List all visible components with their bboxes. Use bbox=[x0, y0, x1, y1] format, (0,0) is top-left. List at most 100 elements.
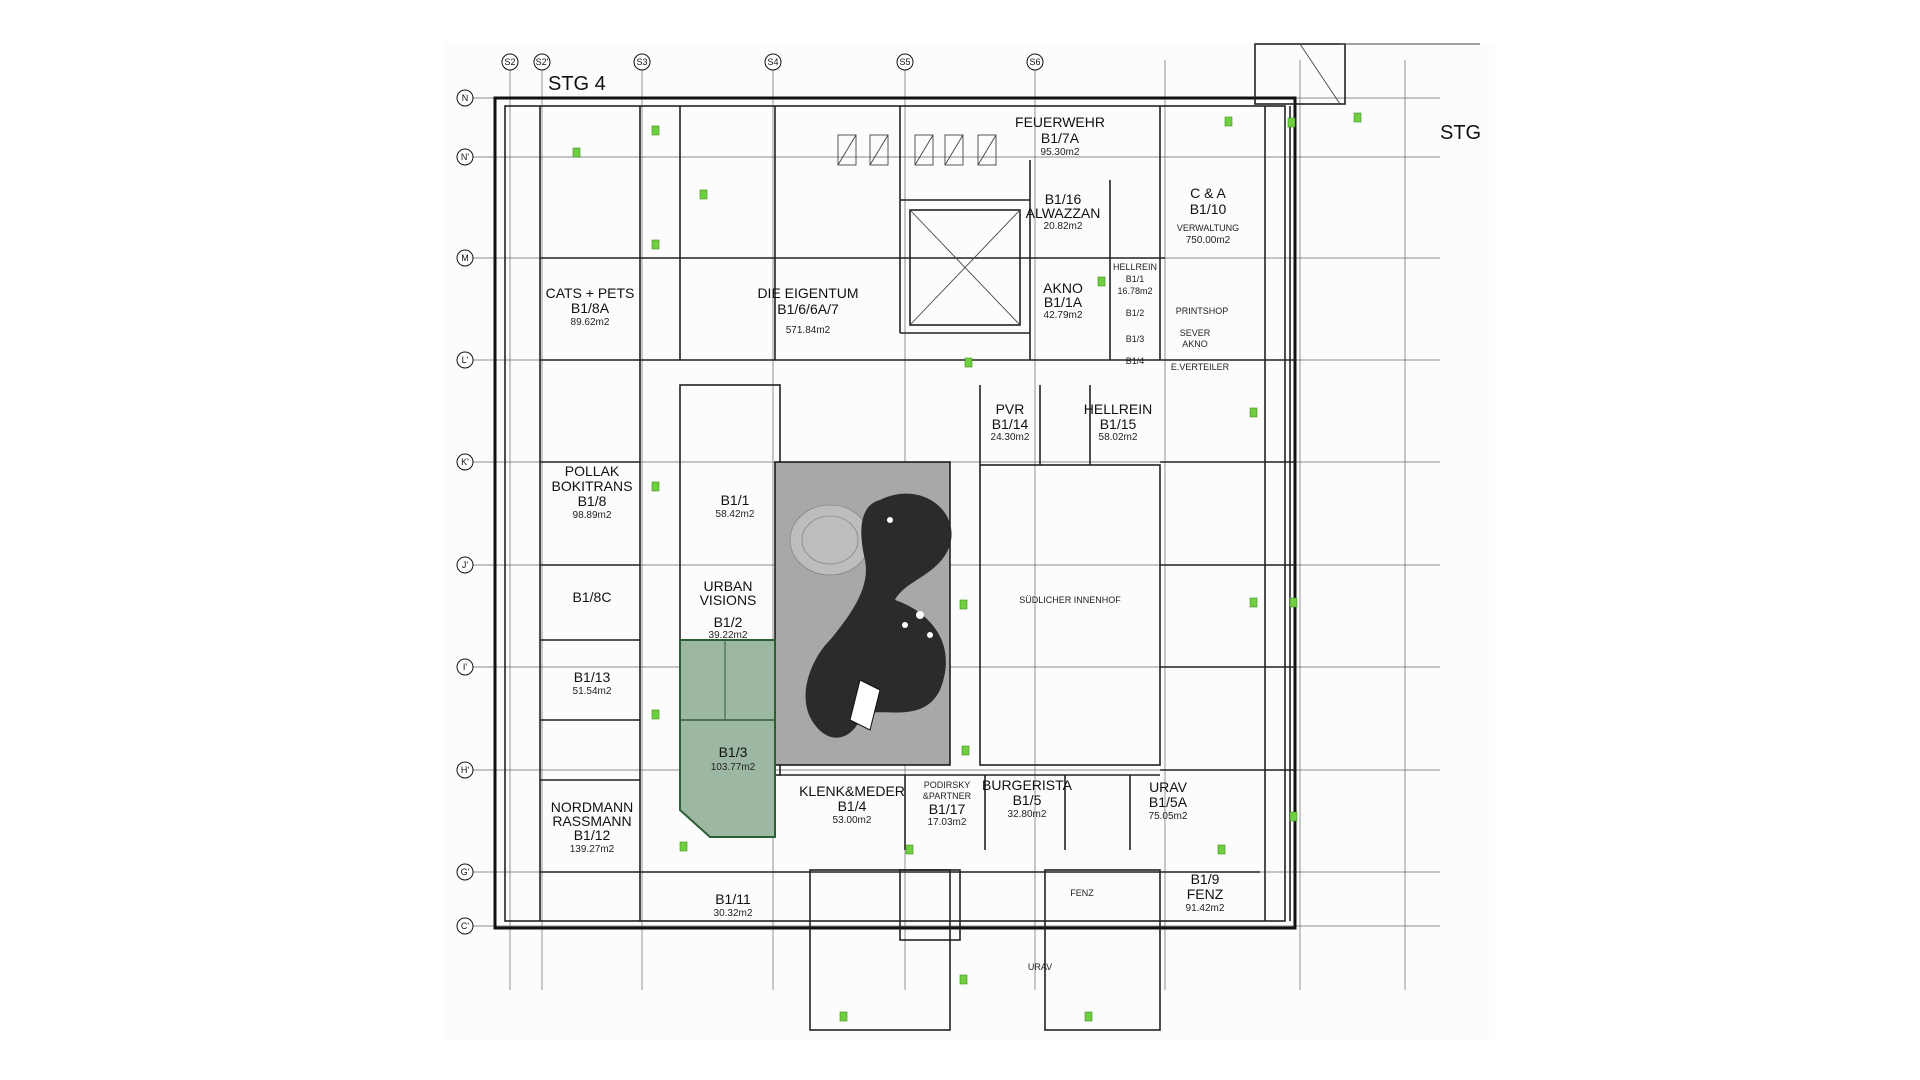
svg-text:B1/8A: B1/8A bbox=[571, 300, 610, 316]
note-printshop: PRINTSHOP bbox=[1176, 306, 1229, 316]
axis-top-2: S3 bbox=[636, 57, 647, 67]
svg-text:91.42m2: 91.42m2 bbox=[1186, 903, 1225, 914]
unit-fenz-b1-9[interactable]: B1/9 FENZ 91.42m2 bbox=[1186, 871, 1225, 914]
unit-alwazzan[interactable]: B1/16 ALWAZZAN 20.82m2 bbox=[1026, 191, 1101, 232]
svg-text:B1/7A: B1/7A bbox=[1041, 130, 1080, 146]
unit-urban-visions[interactable]: URBAN VISIONS B1/2 39.22m2 bbox=[700, 578, 757, 641]
unit-c-a[interactable]: C & A B1/10 VERWALTUNG 750.00m2 bbox=[1177, 185, 1239, 246]
axis-top-5: S6 bbox=[1029, 57, 1040, 67]
svg-text:AKNO: AKNO bbox=[1043, 280, 1083, 296]
svg-text:HELLREIN: HELLREIN bbox=[1084, 401, 1152, 417]
svg-text:PVR: PVR bbox=[996, 401, 1025, 417]
left-axis-markers: N N' M L' K' J' I' H' G' C' bbox=[456, 89, 474, 935]
svg-text:URBAN: URBAN bbox=[703, 578, 752, 594]
svg-text:BOKITRANS: BOKITRANS bbox=[552, 478, 633, 494]
plan-sheet bbox=[445, 42, 1495, 1040]
axis-top-3: S4 bbox=[767, 57, 778, 67]
svg-text:FEUERWEHR: FEUERWEHR bbox=[1015, 114, 1105, 130]
unit-pollak[interactable]: POLLAK BOKITRANS B1/8 98.89m2 bbox=[552, 463, 633, 521]
svg-text:B1/8C: B1/8C bbox=[573, 589, 612, 605]
unit-b1-3-small[interactable]: B1/3 bbox=[1126, 334, 1145, 344]
north-courtyard bbox=[774, 461, 952, 766]
note-fenz: FENZ bbox=[1070, 888, 1094, 898]
svg-text:B1/11: B1/11 bbox=[715, 891, 751, 907]
unit-nordmann[interactable]: NORDMANN RASSMANN B1/12 139.27m2 bbox=[551, 799, 633, 855]
axis-left-2: M bbox=[461, 253, 469, 263]
svg-text:B1/5: B1/5 bbox=[1013, 792, 1042, 808]
svg-text:98.89m2: 98.89m2 bbox=[573, 510, 612, 521]
unit-akno-b1-1a[interactable]: AKNO B1/1A 42.79m2 bbox=[1043, 280, 1083, 321]
stair-label-stg: STG bbox=[1440, 122, 1481, 144]
unit-b1-2-small[interactable]: B1/2 bbox=[1126, 308, 1145, 318]
unit-feuerwehr[interactable]: FEUERWEHR B1/7A 95.30m2 bbox=[1015, 114, 1105, 158]
svg-text:51.54m2: 51.54m2 bbox=[573, 686, 612, 697]
svg-text:B1/15: B1/15 bbox=[1100, 416, 1137, 432]
axis-left-3: L' bbox=[462, 355, 469, 365]
svg-text:B1/1: B1/1 bbox=[1126, 274, 1145, 284]
svg-text:VISIONS: VISIONS bbox=[700, 592, 757, 608]
svg-text:B1/2: B1/2 bbox=[714, 614, 743, 630]
axis-top-1: S2' bbox=[536, 57, 549, 67]
svg-text:B1/14: B1/14 bbox=[992, 416, 1029, 432]
unit-b1-13[interactable]: B1/13 51.54m2 bbox=[573, 669, 612, 697]
exit-signs bbox=[572, 112, 1362, 1022]
unit-pvr[interactable]: PVR B1/14 24.30m2 bbox=[991, 401, 1030, 443]
top-axis-markers: S2 S2' S3 S4 S5 S6 bbox=[501, 53, 1044, 71]
svg-text:75.05m2: 75.05m2 bbox=[1149, 811, 1188, 822]
svg-text:DIE EIGENTUM: DIE EIGENTUM bbox=[757, 285, 858, 301]
svg-text:B1/3: B1/3 bbox=[719, 744, 748, 760]
unit-b1-11[interactable]: B1/11 30.32m2 bbox=[714, 891, 753, 919]
svg-text:16.78m2: 16.78m2 bbox=[1117, 286, 1152, 296]
note-akno: AKNO bbox=[1182, 339, 1208, 349]
highlighted-unit-b1-3[interactable] bbox=[679, 639, 776, 838]
unit-urav-b1-5a[interactable]: URAV B1/5A 75.05m2 bbox=[1149, 779, 1188, 822]
svg-text:24.30m2: 24.30m2 bbox=[991, 432, 1030, 443]
svg-text:B1/12: B1/12 bbox=[574, 827, 611, 843]
svg-text:42.79m2: 42.79m2 bbox=[1044, 310, 1083, 321]
svg-text:POLLAK: POLLAK bbox=[565, 463, 620, 479]
axis-left-4: K' bbox=[461, 457, 469, 467]
svg-text:58.02m2: 58.02m2 bbox=[1099, 432, 1138, 443]
svg-text:89.62m2: 89.62m2 bbox=[571, 317, 610, 328]
axis-left-0: N bbox=[462, 93, 469, 103]
svg-text:B1/1: B1/1 bbox=[721, 492, 750, 508]
svg-text:53.00m2: 53.00m2 bbox=[833, 815, 872, 826]
unit-labels: FEUERWEHR B1/7A 95.30m2 B1/16 ALWAZZAN 2… bbox=[546, 114, 1240, 972]
svg-text:PODIRSKY: PODIRSKY bbox=[924, 780, 971, 790]
svg-text:103.77m2: 103.77m2 bbox=[711, 762, 756, 773]
svg-text:139.27m2: 139.27m2 bbox=[570, 844, 615, 855]
axis-left-9: C' bbox=[461, 921, 469, 931]
unit-b1-1[interactable]: B1/1 58.42m2 bbox=[716, 492, 755, 520]
unit-b1-8c[interactable]: B1/8C bbox=[573, 589, 612, 605]
svg-text:B1/5A: B1/5A bbox=[1149, 794, 1188, 810]
unit-hellrein-b1-15[interactable]: HELLREIN B1/15 58.02m2 bbox=[1084, 401, 1152, 443]
courtyard-label: SÜDLICHER INNENHOF bbox=[1019, 595, 1121, 605]
svg-text:NORDMANN: NORDMANN bbox=[551, 799, 633, 815]
svg-text:URAV: URAV bbox=[1149, 779, 1188, 795]
svg-text:B1/13: B1/13 bbox=[574, 669, 611, 685]
unit-hellrein-b1-1[interactable]: HELLREIN B1/1 16.78m2 bbox=[1113, 262, 1157, 296]
svg-text:VERWALTUNG: VERWALTUNG bbox=[1177, 223, 1239, 233]
unit-b1-4-small[interactable]: B1/4 bbox=[1126, 356, 1145, 366]
unit-cats-pets[interactable]: CATS + PETS B1/8A 89.62m2 bbox=[546, 285, 635, 328]
svg-text:95.30m2: 95.30m2 bbox=[1041, 147, 1080, 158]
stair-label-stg4: STG 4 bbox=[548, 73, 606, 95]
svg-text:571.84m2: 571.84m2 bbox=[786, 325, 831, 336]
courtyard-sculpture bbox=[805, 493, 952, 738]
svg-text:RASSMANN: RASSMANN bbox=[552, 813, 631, 829]
svg-text:B1/16: B1/16 bbox=[1045, 191, 1082, 207]
svg-text:750.00m2: 750.00m2 bbox=[1186, 235, 1231, 246]
svg-text:17.03m2: 17.03m2 bbox=[928, 817, 967, 828]
unit-podirsky[interactable]: PODIRSKY &PARTNER B1/17 17.03m2 bbox=[923, 780, 972, 828]
svg-text:B1/10: B1/10 bbox=[1190, 201, 1227, 217]
unit-klenk-meder[interactable]: KLENK&MEDER B1/4 53.00m2 bbox=[799, 783, 905, 826]
svg-text:ALWAZZAN: ALWAZZAN bbox=[1026, 205, 1101, 221]
unit-b1-3[interactable]: B1/3 103.77m2 bbox=[711, 744, 756, 773]
axis-left-5: J' bbox=[462, 560, 469, 570]
unit-burgerista[interactable]: BURGERISTA B1/5 32.80m2 bbox=[982, 777, 1073, 820]
svg-text:32.80m2: 32.80m2 bbox=[1008, 809, 1047, 820]
svg-text:CATS + PETS: CATS + PETS bbox=[546, 285, 635, 301]
unit-die-eigentum[interactable]: DIE EIGENTUM B1/6/6A/7 571.84m2 bbox=[757, 285, 858, 336]
svg-text:B1/17: B1/17 bbox=[929, 801, 966, 817]
